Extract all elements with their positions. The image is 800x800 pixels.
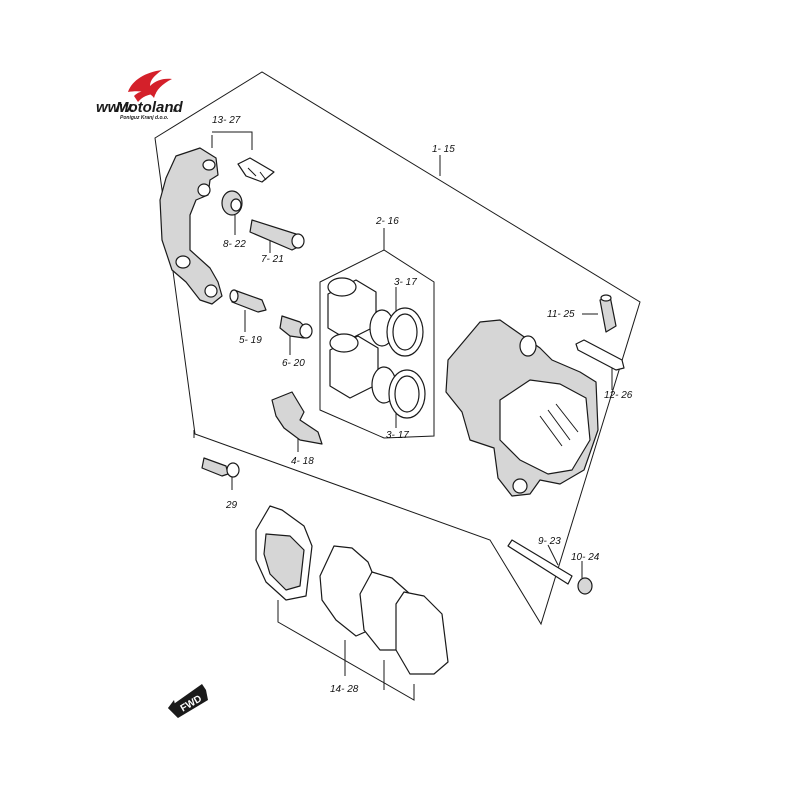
piston-seals	[369, 307, 426, 419]
label-5-19: 5- 19	[239, 335, 262, 346]
label-8-22: 8- 22	[223, 239, 246, 250]
caliper-body	[445, 319, 599, 497]
logo-prefix: www.	[96, 99, 135, 116]
mounting-bolt	[201, 457, 240, 478]
label-7-21: 7- 21	[261, 254, 284, 265]
label-3-17-bottom: 3- 17	[386, 430, 409, 441]
fwd-arrow-icon: FWD	[168, 684, 208, 718]
label-9-23: 9- 23	[538, 536, 561, 547]
pin-boot-small	[279, 315, 313, 339]
pad-spring-plate	[271, 391, 323, 445]
slide-pin-short	[229, 289, 267, 313]
label-14-28: 14- 28	[330, 684, 359, 695]
caliper-bracket	[159, 147, 223, 305]
label-4-18: 4- 18	[291, 456, 314, 467]
label-3-17-top: 3- 17	[394, 277, 417, 288]
label-1-15: 1- 15	[432, 144, 455, 155]
pin-boot	[221, 190, 243, 216]
callout-labels: 1- 15 2- 16 3- 17 3- 17 4- 18 5- 19 6- 2…	[212, 115, 633, 695]
brake-pads	[255, 505, 449, 675]
motoland-logo: www. Motoland .si Poniguz Kranj d.o.o.	[96, 70, 183, 121]
logo-tagline: Poniguz Kranj d.o.o.	[120, 115, 168, 121]
label-13-27: 13- 27	[212, 115, 241, 126]
slide-pin-long	[249, 219, 305, 251]
label-29: 29	[225, 500, 238, 511]
label-6-20: 6- 20	[282, 358, 305, 369]
pad-pin-plug	[577, 577, 593, 595]
flame-logo-icon	[128, 70, 172, 102]
pad-clip-spring	[237, 157, 275, 183]
label-12-26: 12- 26	[604, 390, 633, 401]
label-11-25: 11- 25	[547, 309, 575, 320]
logo-brand: Motoland	[116, 99, 183, 116]
pad-retainer-plate	[575, 339, 625, 371]
bleeder-screw	[599, 294, 617, 333]
fwd-label: FWD	[179, 694, 204, 715]
assembly-boundary	[154, 71, 641, 626]
logo-tld: .si	[171, 108, 177, 114]
label-10-24: 10- 24	[571, 552, 600, 563]
piston-set-box	[319, 249, 435, 439]
pistons	[327, 277, 379, 399]
label-2-16: 2- 16	[375, 216, 399, 227]
pad-pin	[507, 539, 573, 585]
